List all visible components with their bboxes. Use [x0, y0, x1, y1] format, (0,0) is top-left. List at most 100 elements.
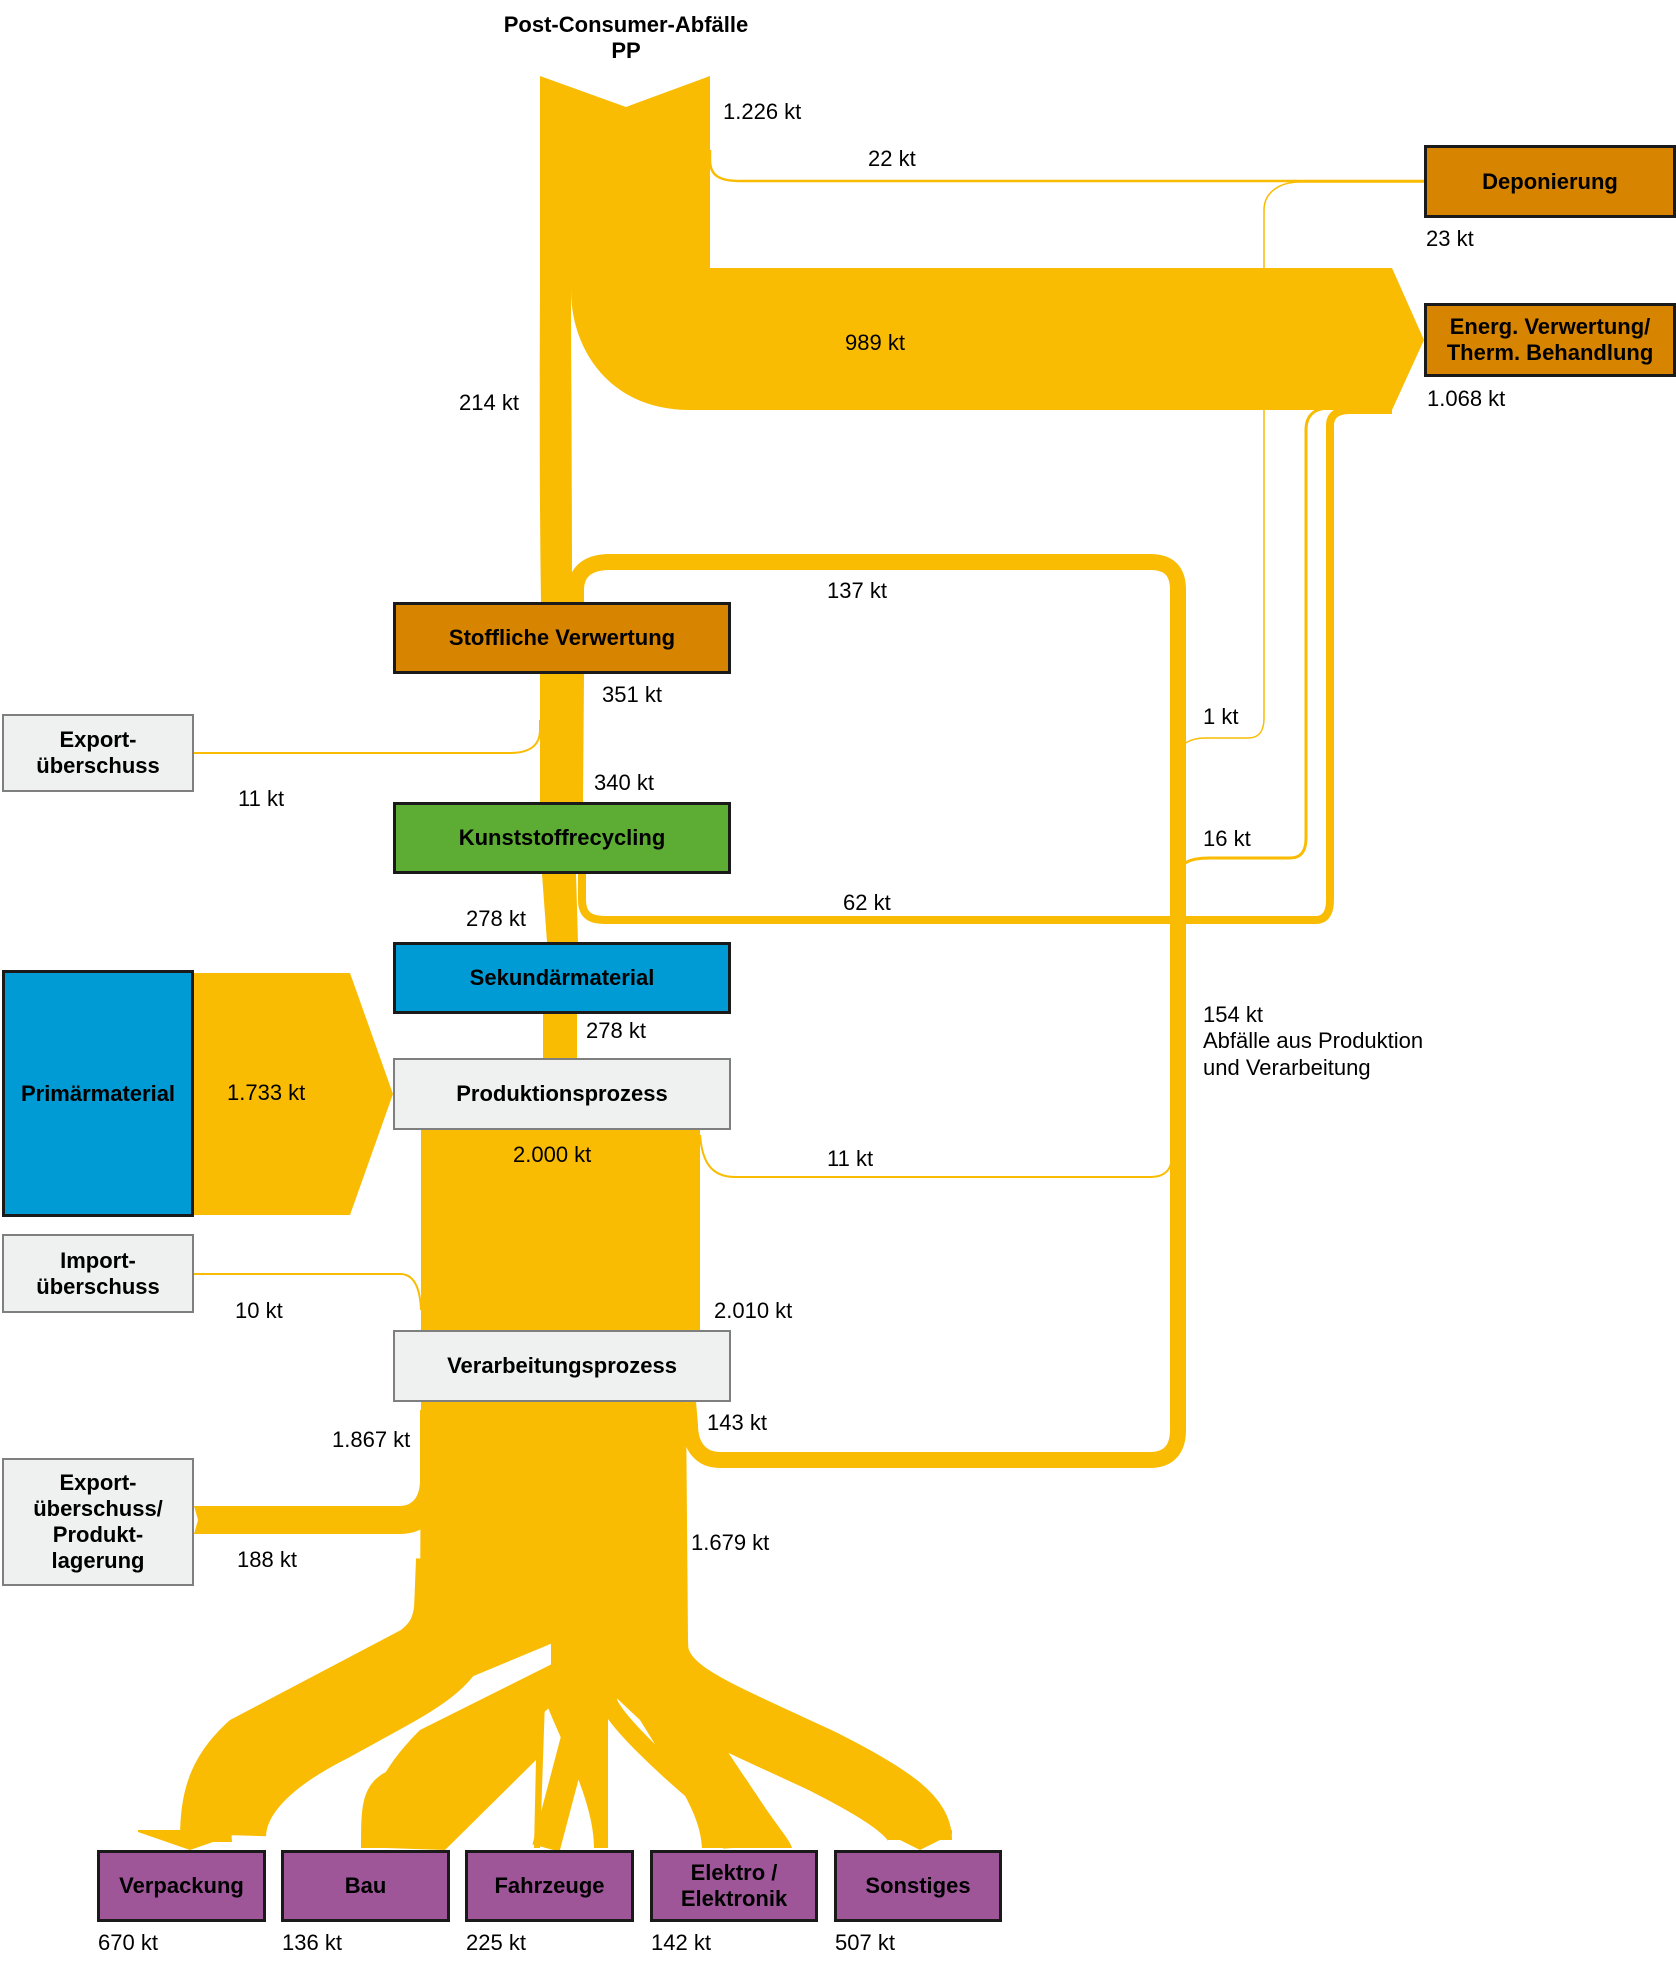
label-elektro: 142 kt — [651, 1930, 711, 1955]
label-prod-waste-desc-1: Abfälle aus Produktion — [1203, 1028, 1424, 1053]
title-line1: Post-Consumer-Abfälle — [503, 12, 749, 37]
flow-kunststoff-to-sekundaer — [542, 874, 578, 942]
flow-to-export-produktlagerung — [198, 1410, 448, 1534]
flow-stoffliche-to-kunststoff — [540, 674, 584, 802]
label-deponie-total: 23 kt — [1426, 226, 1474, 251]
label-prod-waste-desc-2: und Verarbeitung — [1203, 1055, 1371, 1080]
node-primaermaterial: Primärmaterial — [2, 970, 194, 1217]
node-energ-label-1: Energ. Verwertung/ — [1449, 314, 1651, 339]
flow-produktion-waste-11 — [699, 1134, 1173, 1178]
node-bau: Bau — [281, 1850, 450, 1922]
node-energ-verwertung: Energ. Verwertung/ Therm. Behandlung — [1424, 303, 1676, 377]
node-sonstiges: Sonstiges — [834, 1850, 1002, 1922]
label-import-10: 10 kt — [235, 1298, 283, 1323]
flow-to-deponie-22 — [708, 150, 1424, 183]
flow-to-elektro — [599, 1560, 741, 1849]
arrow-sonstiges — [888, 1830, 952, 1850]
node-deponierung-label: Deponierung — [1482, 168, 1618, 194]
node-import-label-1: Import- — [60, 1247, 136, 1273]
flow-primaermaterial-1733 — [194, 973, 393, 1215]
flow-to-verpackung — [182, 1558, 500, 1839]
flow-kunststoff-to-energ-62 — [578, 406, 1392, 924]
node-elektro-elektronik: Elektro / Elektronik — [650, 1850, 818, 1922]
arrow-verpackung — [138, 1830, 242, 1850]
label-sonstiges: 507 kt — [835, 1930, 895, 1955]
node-bau-label: Bau — [344, 1873, 387, 1898]
label-verarb-waste: 143 kt — [707, 1410, 767, 1435]
label-to-stoffl: 214 kt — [459, 390, 519, 415]
label-waste-16: 16 kt — [1203, 826, 1251, 851]
arrow-export-produktlagerung — [194, 1506, 204, 1534]
label-verarb-out: 1.867 kt — [332, 1427, 411, 1452]
label-to-energ: 989 kt — [845, 330, 905, 355]
node-import-label-2: überschuss — [36, 1273, 160, 1299]
flow-to-energ-989 — [571, 268, 1424, 410]
node-fahrzeuge-label: Fahrzeuge — [494, 1873, 605, 1898]
label-energ-total: 1.068 kt — [1427, 386, 1506, 411]
title-line2: PP — [611, 38, 641, 63]
flow-waste-to-deponie-1 — [1177, 181, 1424, 759]
flow-to-bau — [361, 1560, 569, 1849]
node-primaer-label: Primärmaterial — [20, 1080, 176, 1106]
flow-post-consumer-input — [540, 76, 710, 268]
node-export2-label-3: Produkt- — [52, 1522, 144, 1547]
node-sonstiges-label: Sonstiges — [865, 1873, 971, 1898]
node-export2-label-2: überschuss/ — [33, 1496, 163, 1521]
node-export-label-1: Export- — [59, 727, 137, 752]
node-elektro-label-1: Elektro / — [690, 1860, 778, 1885]
flow-produktion-to-verarbeitung — [421, 1130, 700, 1330]
flow-to-export-11 — [194, 720, 541, 754]
label-prod-waste-total: 154 kt — [1203, 1002, 1263, 1027]
node-stoffliche-verwertung: Stoffliche Verwertung — [393, 602, 731, 674]
node-elektro-label-2: Elektronik — [680, 1886, 788, 1911]
node-sekundaermaterial: Sekundärmaterial — [393, 942, 731, 1014]
label-pc-total: 1.226 kt — [723, 99, 802, 124]
flow-to-stoffliche-214 — [539, 150, 572, 602]
flow-sekundaer-to-produktion — [543, 1014, 577, 1058]
label-waste-1: 1 kt — [1203, 704, 1239, 729]
flow-recirc-137 — [568, 554, 1186, 1468]
label-export-188: 188 kt — [237, 1547, 297, 1572]
node-deponierung: Deponierung — [1424, 145, 1676, 218]
node-importueberschuss: Import- überschuss — [2, 1234, 194, 1313]
node-verpackung-label: Verpackung — [119, 1873, 244, 1898]
node-export2-label-4: lagerung — [51, 1548, 145, 1573]
label-stoffl-out: 351 kt — [602, 682, 662, 707]
node-kunststoff-label: Kunststoffrecycling — [458, 825, 666, 850]
node-verpackung: Verpackung — [97, 1850, 266, 1922]
flow-import-10 — [194, 1273, 422, 1311]
label-prod-waste-11: 11 kt — [827, 1146, 874, 1171]
flow-to-sonstiges — [622, 1560, 952, 1844]
node-stoffliche-label: Stoffliche Verwertung — [448, 625, 676, 650]
node-kunststoffrecycling: Kunststoffrecycling — [393, 802, 731, 874]
node-produktionsprozess: Produktionsprozess — [393, 1058, 731, 1130]
node-export-produktlagerung: Export- überschuss/ Produkt- lagerung — [2, 1458, 194, 1586]
node-export-label-2: überschuss — [36, 753, 160, 778]
label-to-kunst: 340 kt — [594, 770, 654, 795]
label-verpackung: 670 kt — [98, 1930, 158, 1955]
node-verarbeitung-label: Verarbeitungsprozess — [447, 1353, 677, 1378]
label-to-sectors: 1.679 kt — [691, 1530, 770, 1555]
label-sek-out: 278 kt — [586, 1018, 646, 1043]
label-prod-out: 2.000 kt — [513, 1142, 592, 1167]
flow-waste-to-energ-16 — [1176, 406, 1392, 881]
label-to-verarb: 2.010 kt — [714, 1298, 793, 1323]
node-energ-label-2: Therm. Behandlung — [1446, 340, 1654, 365]
node-fahrzeuge: Fahrzeuge — [465, 1850, 634, 1922]
node-exportueberschuss: Export- überschuss — [2, 714, 194, 792]
node-sekundaer-label: Sekundärmaterial — [469, 965, 655, 990]
node-export2-label-1: Export- — [59, 1470, 137, 1495]
diagram-title: Post-Consumer-Abfälle PP — [470, 12, 782, 64]
label-to-deponie: 22 kt — [868, 146, 916, 171]
node-produktion-label: Produktionsprozess — [456, 1081, 668, 1106]
flow-to-fahrzeuge — [532, 1560, 599, 1852]
label-export-11: 11 kt — [238, 786, 285, 811]
label-primaer-flow: 1.733 kt — [227, 1080, 306, 1105]
label-kunst-out: 278 kt — [466, 906, 526, 931]
label-kunst-to-energ: 62 kt — [843, 890, 891, 915]
label-fahrzeuge: 225 kt — [466, 1930, 526, 1955]
node-verarbeitungsprozess: Verarbeitungsprozess — [393, 1330, 731, 1402]
label-bau: 136 kt — [282, 1930, 342, 1955]
label-recirc: 137 kt — [827, 578, 887, 603]
